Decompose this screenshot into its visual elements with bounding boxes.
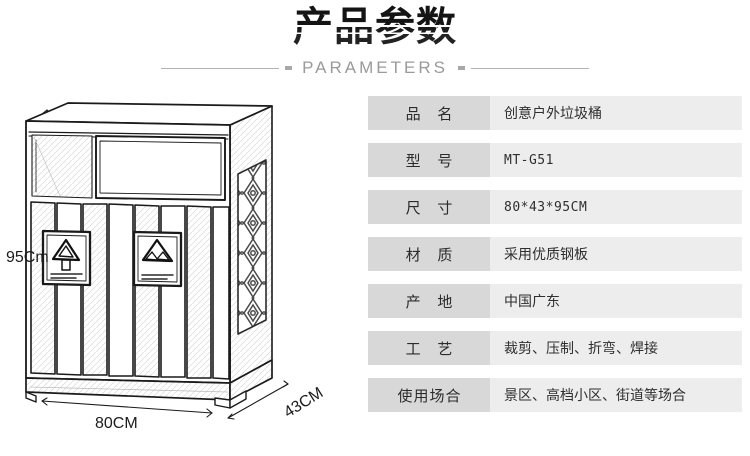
page-title: 产品参数 (0, 4, 750, 50)
table-row: 品 名创意户外垃圾桶 (368, 96, 742, 130)
front-slats (30, 201, 230, 380)
billboard-panel (95, 135, 226, 201)
spec-label-cell: 产 地 (368, 284, 490, 318)
ornamental-lattice-panel (237, 159, 267, 335)
dimension-depth-label: 43CM (281, 384, 326, 421)
upper-left-recess (31, 134, 93, 199)
dimension-width-label: 80CM (95, 415, 138, 432)
recycling-triangle-icon (51, 238, 81, 271)
product-line-drawing: 95Cm 80CM 43CM (0, 88, 360, 456)
spec-label-cell: 型 号 (368, 143, 490, 177)
spec-label-cell: 工 艺 (368, 331, 490, 365)
bin-side-face (229, 105, 273, 384)
table-row: 工 艺裁剪、压制、折弯、焊接 (368, 331, 742, 365)
table-row: 使用场合景区、高档小区、街道等场合 (368, 378, 742, 412)
divider-line-right (470, 67, 589, 69)
divider-dot-left (285, 66, 293, 70)
divider-dot-right (457, 66, 465, 70)
spec-value-cell: MT-G51 (490, 143, 742, 177)
bin-base (25, 359, 273, 409)
spec-label-cell: 品 名 (368, 96, 490, 130)
dimension-width (41, 397, 213, 418)
dimension-depth (227, 380, 289, 420)
spec-label-cell: 尺 寸 (368, 190, 490, 224)
dimension-height-label: 95Cm (6, 249, 49, 266)
spec-label-cell: 材 质 (368, 237, 490, 271)
table-row: 材 质采用优质钢板 (368, 237, 742, 271)
subtitle-divider: PARAMETERS (0, 56, 750, 80)
table-row: 产 地中国广东 (368, 284, 742, 318)
recycle-sign-right (132, 230, 183, 288)
spec-value-cell: 景区、高档小区、街道等场合 (490, 378, 742, 412)
page-header: 产品参数 PARAMETERS (0, 0, 750, 88)
product-sketch-svg: 95Cm 80CM 43CM (6, 102, 326, 432)
spec-label-cell: 使用场合 (368, 378, 490, 412)
subtitle-text: PARAMETERS (302, 58, 448, 77)
recycle-sign-left (41, 229, 92, 287)
divider-line-left (161, 67, 280, 69)
recycling-triangle-icon (141, 238, 174, 263)
spec-value-cell: 80*43*95CM (490, 190, 742, 224)
spec-value-cell: 创意户外垃圾桶 (490, 96, 742, 130)
spec-value-cell: 中国广东 (490, 284, 742, 318)
spec-value-cell: 裁剪、压制、折弯、焊接 (490, 331, 742, 365)
spec-value-cell: 采用优质钢板 (490, 237, 742, 271)
